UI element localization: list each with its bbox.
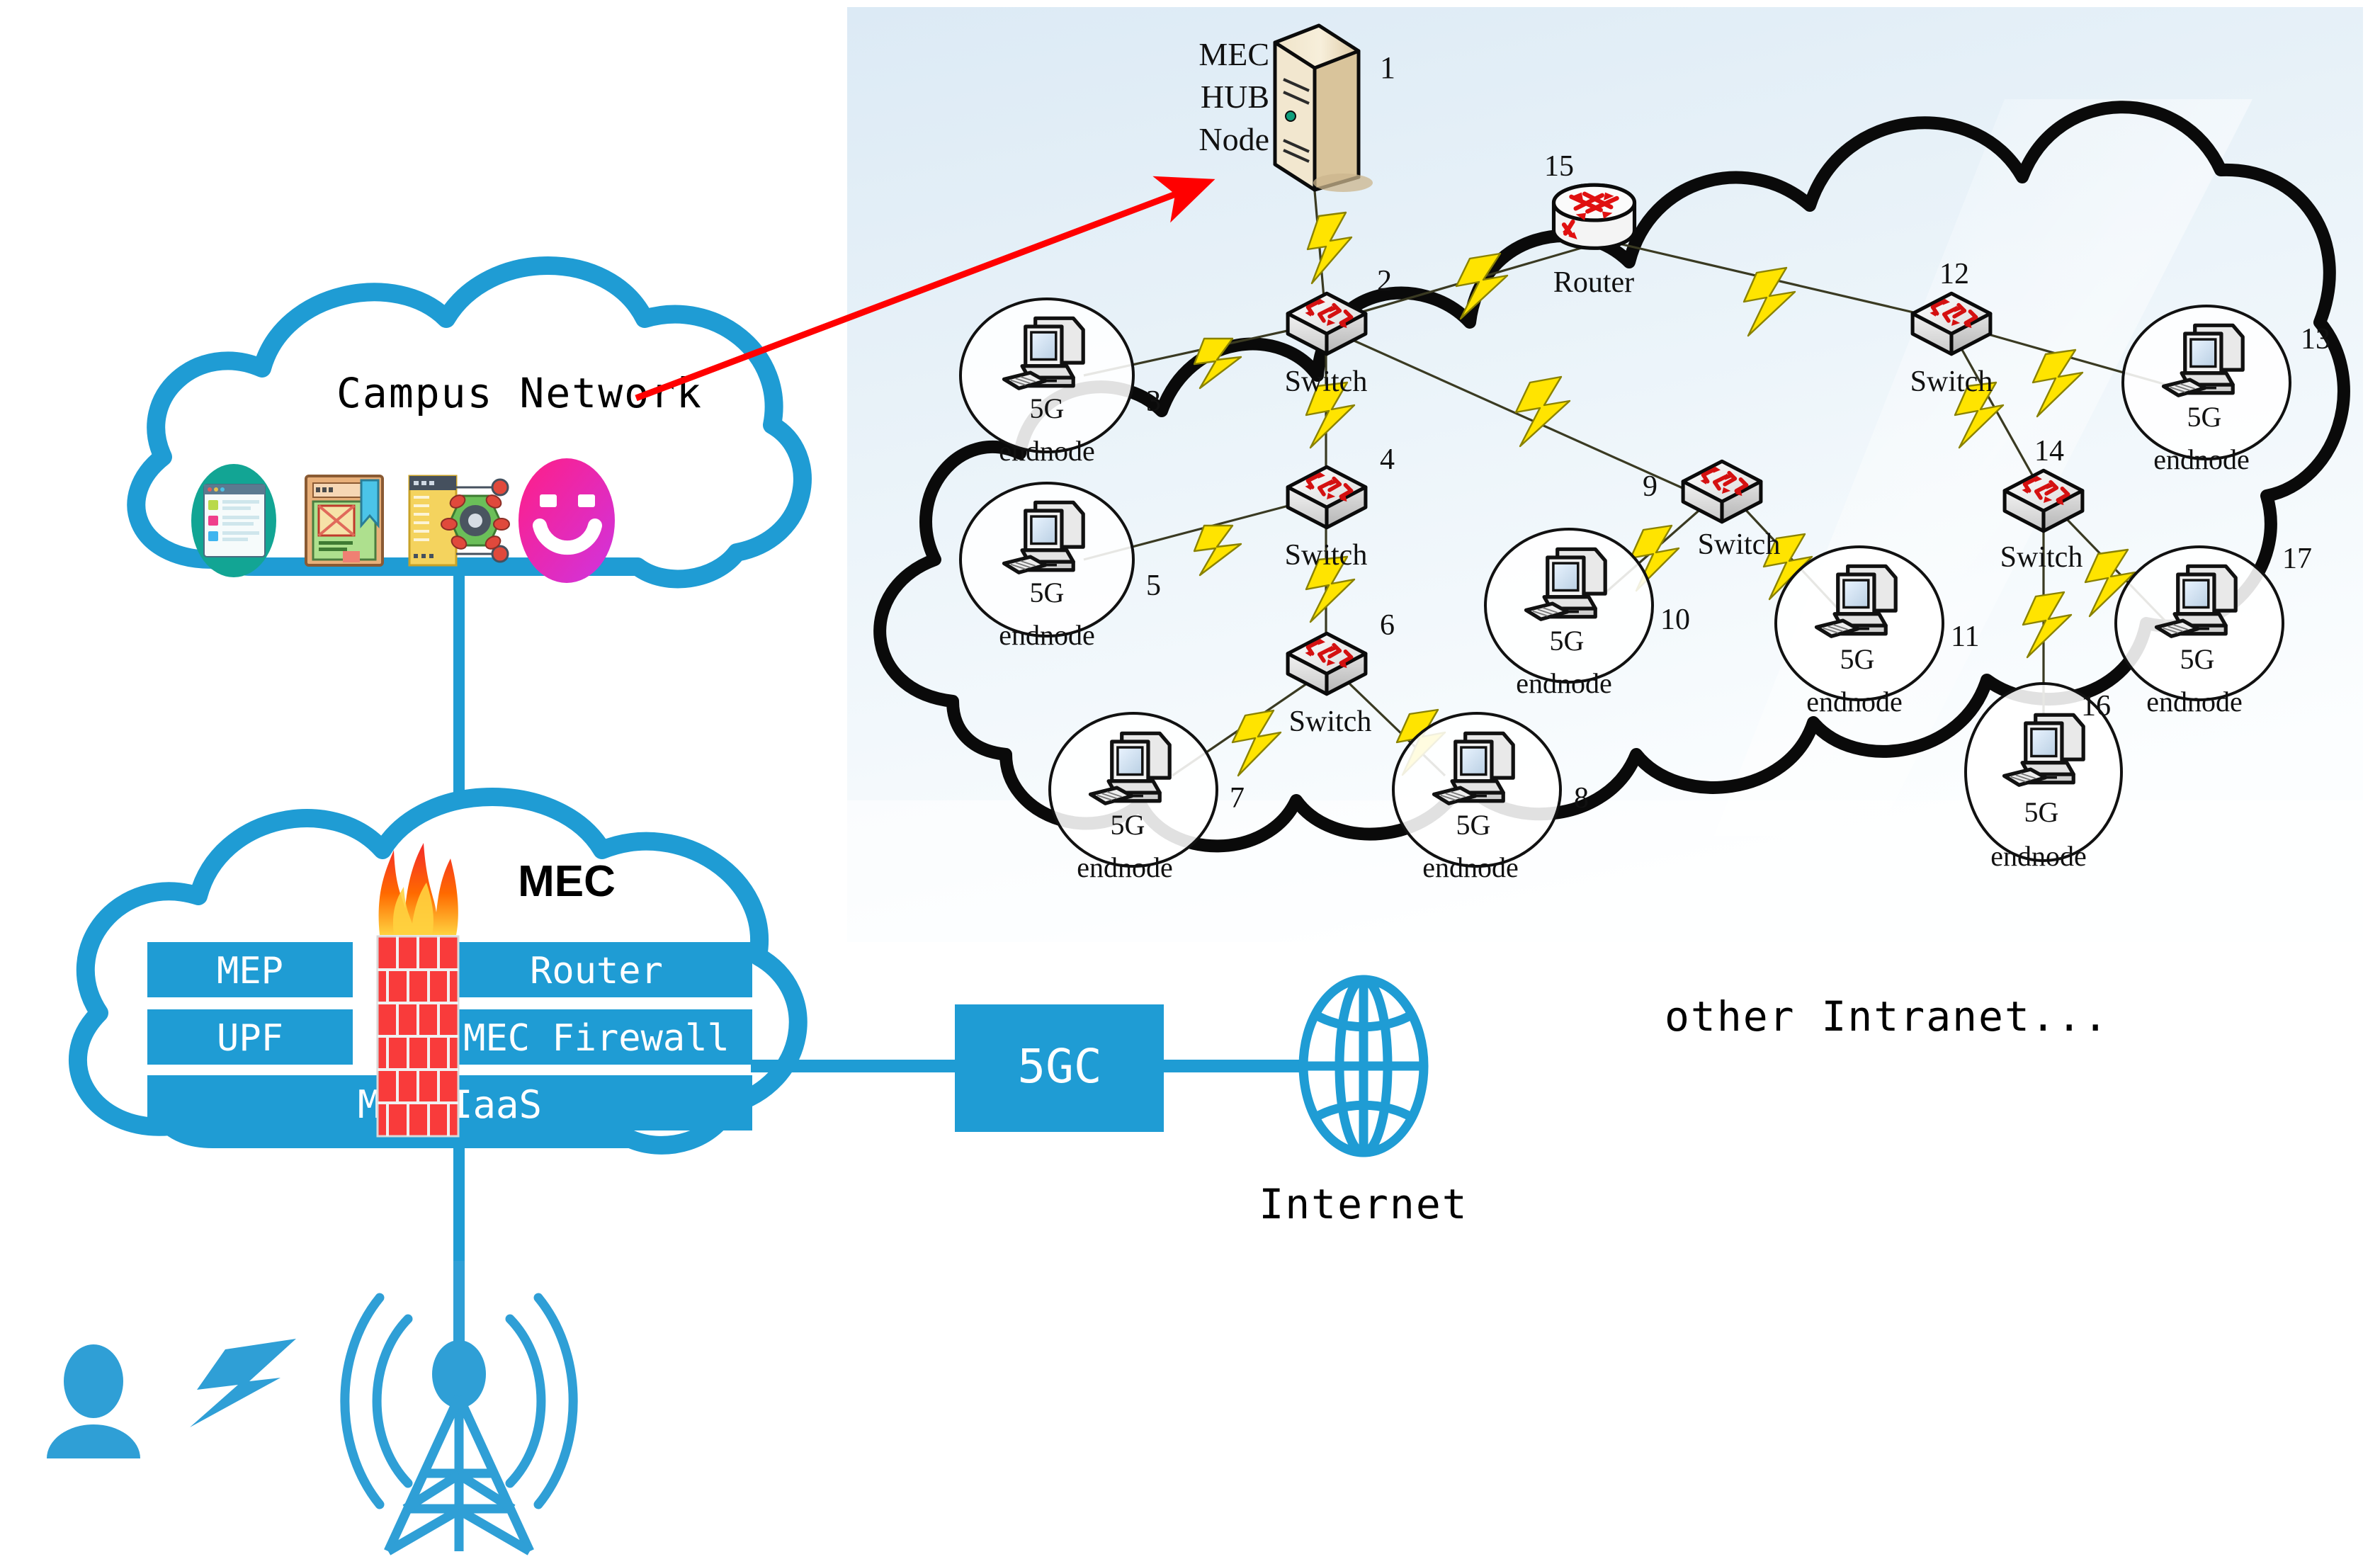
mec-box-mep[interactable] [147, 942, 353, 997]
mec-box-upf[interactable] [147, 1009, 353, 1065]
node-16-label-5g: 5G [2024, 796, 2059, 828]
node-router-15[interactable]: 15 Router [1544, 150, 1635, 299]
node-switch-9[interactable]: 9 Switch [1643, 461, 1780, 561]
mec-box-router-label: Router [530, 950, 663, 992]
node-endnode-17[interactable]: 5G endnode 17 [2114, 543, 2312, 718]
node-7-number: 7 [1230, 782, 1245, 815]
mec-box-mep-label: MEP [217, 950, 283, 992]
node-3-label-5g: 5G [1030, 392, 1065, 424]
node-10-label-endnode: endnode [1516, 667, 1612, 699]
node-7-label-endnode: endnode [1077, 851, 1173, 883]
node-11-number: 11 [1951, 620, 1979, 653]
red-pointer-arrow [635, 176, 1216, 402]
mec-cloud[interactable]: MEC MEP Router UPF MEC Firewall MEC IaaS [69, 788, 808, 1155]
node-8-label-5g: 5G [1456, 809, 1491, 841]
node-switch-2[interactable]: 2 Switch [1285, 265, 1392, 398]
node-endnode-11[interactable]: 5G endnode 11 [1774, 545, 1979, 718]
node-12-number: 12 [1939, 258, 1969, 290]
node-endnode-13[interactable]: 5G endnode 13 [2121, 305, 2330, 475]
node-switch-14[interactable]: 14 Switch [2000, 435, 2083, 574]
app-document-icon [305, 475, 384, 567]
mec-box-firewall[interactable] [441, 1009, 752, 1065]
node-3-number: 3 [1146, 385, 1161, 418]
node-5-number: 5 [1146, 570, 1161, 602]
node-endnode-8[interactable]: 5G endnode 8 [1392, 712, 1589, 883]
node-14-number: 14 [2034, 435, 2064, 468]
node-10-label-5g: 5G [1550, 625, 1585, 657]
internet-label: Internet [1259, 1180, 1468, 1228]
node-12-label: Switch [1910, 366, 1993, 398]
lightning-bolt-icon [190, 1339, 296, 1427]
node-2-label: Switch [1285, 366, 1368, 398]
node-5-label-5g: 5G [1030, 577, 1065, 608]
node-9-number: 9 [1643, 470, 1658, 503]
node-endnode-5[interactable]: 5G endnode 5 [959, 482, 1161, 651]
node-3-label-endnode: endnode [999, 435, 1095, 467]
campus-network-cloud[interactable]: Campus Network [127, 256, 812, 589]
mec-box-firewall-label: MEC Firewall [463, 1017, 730, 1060]
node-13-number: 13 [2301, 323, 2330, 356]
node-7-label-5g: 5G [1111, 809, 1145, 841]
node-mec-hub-server[interactable]: MEC HUB Node 1 [1198, 23, 1395, 192]
node-1-label-line-3: Node [1198, 121, 1269, 157]
app-automation-icon [408, 475, 510, 567]
node-13-label-5g: 5G [2187, 401, 2222, 433]
node-16-label-endnode: endnode [1990, 840, 2087, 872]
core-5gc[interactable]: 5GC [955, 1004, 1164, 1132]
node-1-label-line-2: HUB [1201, 79, 1269, 115]
node-switch-6[interactable]: 6 Switch [1288, 609, 1395, 738]
node-17-label-endnode: endnode [2146, 686, 2243, 718]
node-11-label-endnode: endnode [1806, 686, 1903, 718]
mec-cloud-label: MEC [518, 857, 616, 906]
internet-node[interactable]: Internet [1259, 975, 1468, 1228]
node-6-number: 6 [1380, 609, 1395, 642]
node-5-label-endnode: endnode [999, 619, 1095, 651]
node-13-label-endnode: endnode [2153, 443, 2250, 475]
firewall-brick-flame-icon [376, 843, 460, 1138]
node-15-number: 15 [1544, 150, 1574, 183]
node-15-label: Router [1553, 266, 1634, 299]
node-4-number: 4 [1380, 443, 1395, 476]
node-switch-4[interactable]: 4 Switch [1285, 443, 1395, 572]
node-2-number: 2 [1377, 265, 1392, 298]
globe-icon [1298, 975, 1429, 1157]
node-endnode-3[interactable]: 5G endnode 3 [959, 298, 1161, 467]
node-8-label-endnode: endnode [1422, 851, 1519, 883]
node-1-label-line-1: MEC [1198, 36, 1269, 72]
cell-tower-icon [340, 1261, 578, 1556]
node-switch-12[interactable]: 12 Switch [1910, 258, 1993, 398]
node-14-label: Switch [2000, 541, 2083, 574]
node-17-label-5g: 5G [2180, 643, 2215, 675]
node-endnode-10[interactable]: 5G endnode 10 [1484, 528, 1690, 699]
node-10-number: 10 [1660, 604, 1690, 636]
app-smiley-icon [518, 458, 615, 583]
node-9-label: Switch [1698, 528, 1781, 561]
node-6-label: Switch [1289, 706, 1372, 738]
user-icon [47, 1344, 140, 1458]
node-11-label-5g: 5G [1840, 643, 1875, 675]
node-4-label: Switch [1285, 539, 1368, 572]
intranet-caption: other Intranet... [1665, 992, 2109, 1041]
app-dashboard-icon [191, 464, 276, 577]
node-8-number: 8 [1574, 782, 1589, 815]
node-1-number: 1 [1380, 50, 1395, 85]
core-5gc-label: 5GC [1017, 1039, 1101, 1094]
mec-box-upf-label: UPF [217, 1017, 283, 1060]
mec-box-router[interactable] [441, 942, 752, 997]
node-17-number: 17 [2282, 543, 2312, 575]
node-16-number: 16 [2081, 690, 2111, 722]
node-endnode-16[interactable]: 5G endnode 16 [1964, 682, 2123, 872]
node-endnode-7[interactable]: 5G endnode 7 [1048, 712, 1245, 883]
access-layer [47, 1261, 578, 1556]
